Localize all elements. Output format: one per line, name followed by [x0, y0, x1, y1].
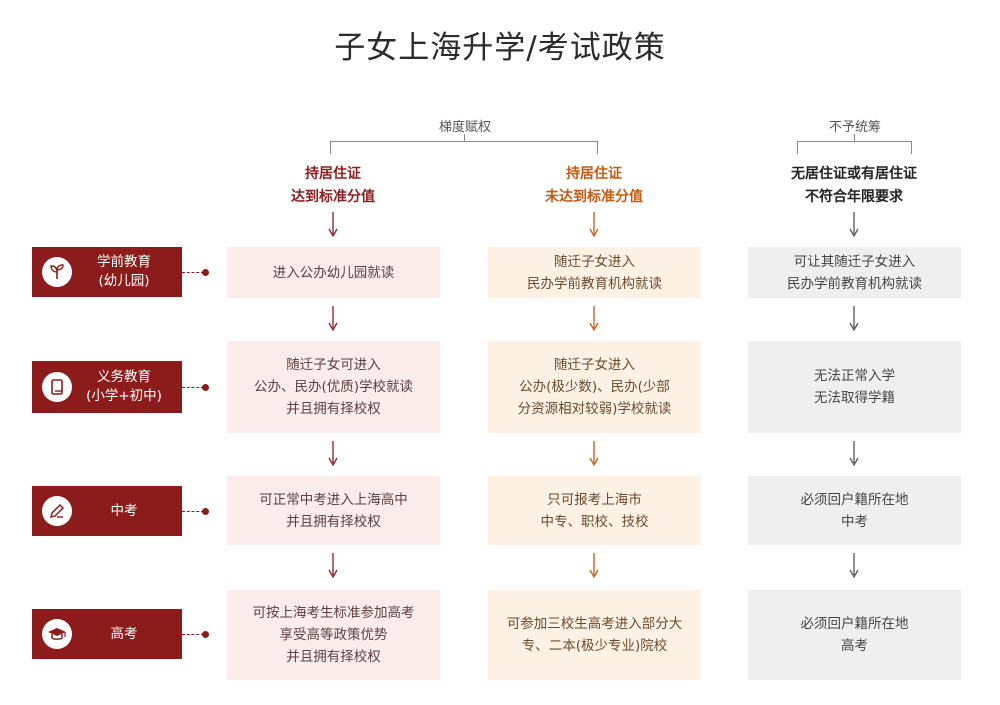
down-arrow-icon: [847, 306, 861, 332]
stage-label-line2: (小学+初中): [86, 388, 162, 404]
stage-label-line1: 义务教育: [97, 369, 151, 385]
stage-connector-dot: [202, 631, 209, 638]
stage-label: 学前教育 (幼儿园): [72, 253, 182, 291]
cell-zhongkao-qualified: 可正常中考进入上海高中并且拥有择校权: [227, 476, 440, 545]
bracket-stem-right: [854, 134, 855, 142]
cell-line: 中专、职校、技校: [540, 513, 649, 530]
cell-line: 随迁子女可进入: [286, 357, 381, 373]
stage-label-line1: 高考: [110, 625, 138, 642]
cell-line: 享受高等政策优势: [279, 627, 388, 643]
cell-line: 进入公办幼儿园就读: [272, 264, 395, 281]
cell-compulsory-unqualified: 随迁子女进入公办(极少数)、民办(少部分资源相对较弱)学校就读: [488, 341, 701, 433]
stage-label: 义务教育 (小学+初中): [72, 368, 182, 406]
column-heading-unqualified: 持居住证 未达到标准分值: [497, 163, 691, 209]
down-arrow-icon: [847, 212, 861, 238]
stage-connector: [182, 511, 204, 512]
cell-line: 并且拥有择校权: [286, 649, 381, 665]
bracket-label-excluded: 不予统筹: [828, 120, 881, 135]
cell-line: 可按上海考生标准参加高考: [252, 605, 415, 621]
column-heading-line2: 不符合年限要求: [805, 189, 903, 205]
column-heading-no-permit: 无居住证或有居住证 不符合年限要求: [753, 163, 955, 209]
cell-line: 民办学前教育机构就读: [527, 275, 662, 292]
down-arrow-icon: [847, 553, 861, 579]
cell-preschool-no-permit: 可让其随迁子女进入民办学前教育机构就读: [748, 247, 961, 298]
cell-line: 无法取得学籍: [814, 390, 895, 406]
cell-line: 民办学前教育机构就读: [787, 275, 922, 292]
stage-connector-dot: [202, 269, 209, 276]
stage-tag-compulsory: 义务教育 (小学+初中): [32, 361, 182, 413]
down-arrow-icon: [587, 306, 601, 332]
cell-line: 中考: [841, 513, 868, 530]
bracket-label-tiered: 梯度赋权: [438, 120, 491, 135]
cell-line: 并且拥有择校权: [286, 401, 381, 417]
cell-line: 只可报考上海市: [547, 491, 642, 508]
bracket-stem-left: [464, 134, 465, 142]
stage-label-line1: 学前教育: [97, 254, 151, 270]
column-heading-qualified: 持居住证 达到标准分值: [236, 163, 430, 209]
cell-gaokao-unqualified: 可参加三校生高考进入部分大专、二本(极少专业)院校: [488, 590, 701, 680]
column-heading-line1: 持居住证: [305, 166, 361, 182]
cell-line: 随迁子女进入: [554, 357, 635, 373]
bracket-tick-right-b: [911, 141, 912, 154]
down-arrow-icon: [326, 212, 340, 238]
cell-line: 公办、民办(优质)学校就读: [253, 379, 414, 395]
cell-zhongkao-no-permit: 必须回户籍所在地中考: [748, 476, 961, 545]
cell-compulsory-no-permit: 无法正常入学无法取得学籍: [748, 341, 961, 433]
stage-tag-preschool: 学前教育 (幼儿园): [32, 247, 182, 297]
stage-connector-dot: [202, 508, 209, 515]
cell-line: 必须回户籍所在地: [800, 491, 909, 508]
stage-label-line2: (幼儿园): [98, 273, 150, 289]
down-arrow-icon: [587, 553, 601, 579]
cell-gaokao-no-permit: 必须回户籍所在地高考: [748, 590, 961, 680]
stage-label: 中考: [72, 502, 182, 521]
stage-connector-dot: [202, 384, 209, 391]
cell-line: 公办(极少数)、民办(少部: [519, 379, 670, 395]
cell-preschool-unqualified: 随迁子女进入民办学前教育机构就读: [488, 247, 701, 298]
down-arrow-icon: [587, 212, 601, 238]
cell-line: 可正常中考进入上海高中: [259, 491, 408, 508]
down-arrow-icon: [326, 553, 340, 579]
page-title: 子女上海升学/考试政策: [334, 30, 666, 66]
cell-compulsory-qualified: 随迁子女可进入公办、民办(优质)学校就读并且拥有择校权: [227, 341, 440, 433]
cell-preschool-qualified: 进入公办幼儿园就读: [227, 247, 440, 298]
cell-line: 随迁子女进入: [554, 253, 635, 270]
cell-line: 无法正常入学: [814, 368, 895, 384]
stage-connector: [182, 272, 204, 273]
cell-line: 专、二本(极少专业)院校: [521, 638, 668, 654]
stage-label-line1: 中考: [110, 502, 138, 519]
cell-line: 高考: [841, 638, 868, 654]
cell-line: 可让其随迁子女进入: [793, 253, 916, 270]
down-arrow-icon: [326, 306, 340, 332]
column-heading-line2: 未达到标准分值: [545, 189, 643, 205]
stage-label: 高考: [72, 625, 182, 644]
cell-line: 分资源相对较弱)学校就读: [517, 401, 672, 417]
bracket-tick-right-a: [797, 141, 798, 154]
book-icon: [42, 372, 72, 402]
stage-connector: [182, 634, 204, 635]
bracket-tick-left-b: [597, 141, 598, 154]
column-heading-line1: 持居住证: [566, 166, 622, 182]
cell-line: 并且拥有择校权: [286, 513, 381, 530]
cell-zhongkao-unqualified: 只可报考上海市中专、职校、技校: [488, 476, 701, 545]
down-arrow-icon: [326, 441, 340, 467]
graduation-cap-icon: [42, 619, 72, 649]
cell-line: 可参加三校生高考进入部分大: [506, 616, 683, 632]
stage-connector: [182, 387, 204, 388]
down-arrow-icon: [847, 441, 861, 467]
stage-tag-zhongkao: 中考: [32, 486, 182, 536]
sprout-icon: [42, 257, 72, 287]
pencil-icon: [42, 496, 72, 526]
cell-gaokao-qualified: 可按上海考生标准参加高考享受高等政策优势并且拥有择校权: [227, 590, 440, 680]
bracket-tick-left-a: [330, 141, 331, 154]
down-arrow-icon: [587, 441, 601, 467]
column-heading-line1: 无居住证或有居住证: [791, 166, 917, 182]
cell-line: 必须回户籍所在地: [800, 616, 909, 632]
column-heading-line2: 达到标准分值: [291, 189, 375, 205]
stage-tag-gaokao: 高考: [32, 609, 182, 659]
